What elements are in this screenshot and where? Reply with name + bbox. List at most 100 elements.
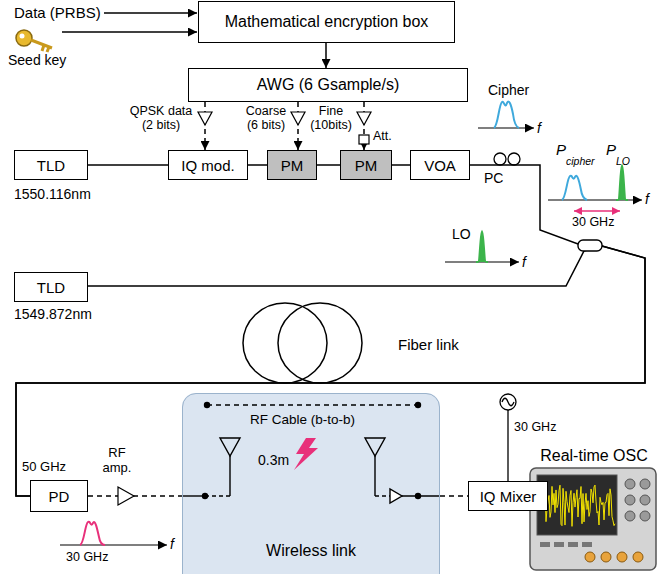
photodiode-box: PD (30, 480, 88, 512)
connector-dot (202, 493, 208, 499)
oscilloscope (540, 542, 550, 547)
polarization-controller (508, 153, 520, 165)
encryption-box: Mathematical encryption box (198, 1, 455, 43)
antenna (205, 495, 230, 496)
combined-spectrum (548, 166, 642, 211)
oscilloscope (554, 542, 564, 547)
connector (392, 164, 410, 166)
connector (325, 43, 327, 68)
fiber-coupler (578, 240, 602, 251)
connector (88, 164, 168, 166)
oscilloscope (625, 495, 635, 505)
lo-spectrum (476, 232, 488, 262)
text-label: 50 GHz (22, 460, 66, 475)
scope-trace (539, 485, 615, 526)
oscilloscope (633, 552, 643, 562)
key-icon (20, 34, 25, 39)
text-label: 1550.116nm (14, 186, 91, 202)
signal-label: Coarse (6 bits) (242, 104, 290, 133)
key-icon (31, 40, 52, 52)
oscilloscope (625, 479, 635, 489)
text-label: f (645, 191, 649, 207)
antenna (182, 438, 440, 503)
cipher-spectrum (478, 127, 534, 128)
rf-spectrum (60, 544, 167, 545)
fiber-coil (243, 303, 327, 383)
text-label: f (522, 254, 526, 270)
phase-modulator: PM (267, 150, 317, 180)
oscilloscope (537, 475, 617, 535)
oscilloscope (530, 468, 656, 570)
node-text: VOA (424, 157, 456, 174)
antenna (220, 438, 240, 456)
polarization-controller (494, 153, 506, 165)
signal-label: Fine (10bits) (306, 104, 356, 133)
text-label: P (556, 141, 566, 158)
oscilloscope (625, 511, 635, 521)
attenuator-box (359, 135, 369, 144)
rf-oscillator (500, 394, 516, 481)
combined-spectrum (616, 166, 628, 200)
oscilloscope (640, 479, 650, 489)
oscilloscope (640, 511, 650, 521)
fiber-coil (243, 303, 362, 383)
text-label: 30 GHz (66, 550, 108, 564)
oscilloscope (530, 468, 656, 570)
connector-dot (415, 493, 421, 499)
text-label: f (170, 536, 174, 552)
rf-oscillator (502, 398, 514, 406)
connector (440, 495, 468, 497)
phase-modulator: PM (340, 150, 392, 180)
rf-spectrum (60, 522, 167, 545)
laser-box: TLD (14, 272, 88, 302)
node-text: Mathematical encryption box (225, 13, 429, 31)
antenna (374, 456, 375, 496)
oscilloscope (585, 552, 595, 562)
node-text: TLD (37, 157, 65, 174)
rf-oscillator (500, 394, 516, 410)
key-icon (16, 30, 32, 46)
attenuator-box: VOA (410, 150, 470, 180)
text-label: f (537, 120, 541, 136)
antenna (365, 438, 385, 456)
rf-cable (204, 402, 210, 408)
text-label: Att. (373, 129, 392, 143)
rf-spectrum (80, 522, 105, 545)
scope-trace (539, 485, 615, 526)
oscilloscope (640, 495, 650, 505)
text-label: LO (452, 226, 471, 242)
text-label: 30 GHz (514, 420, 556, 434)
cipher-spectrum (478, 102, 534, 128)
driver-amplifier (291, 112, 305, 125)
rf-cable (415, 402, 421, 408)
node-text: TLD (37, 279, 65, 296)
text-label: Fiber link (398, 336, 459, 353)
text-label: RF Cable (b-to-b) (250, 412, 355, 428)
oscilloscope (582, 542, 592, 547)
antenna (390, 489, 402, 503)
antenna (182, 495, 205, 496)
cipher-spectrum (494, 102, 519, 128)
connector-dot (202, 493, 421, 499)
text-label: Cipher (488, 82, 529, 98)
antenna (229, 456, 230, 496)
awg-box: AWG (6 Gsample/s) (188, 68, 468, 102)
wireless-bolt (294, 438, 318, 470)
oscilloscope (617, 552, 627, 562)
driver-amplifier (357, 112, 371, 125)
text-label: Seed key (8, 52, 66, 68)
connector (248, 164, 267, 166)
signal-label: QPSK data (2 bits) (128, 104, 194, 133)
node-text: Wireless link (266, 542, 356, 560)
text-label: cipher (566, 155, 595, 167)
input-arrow (62, 31, 197, 33)
oscilloscope (568, 542, 578, 547)
laser-box: TLD (14, 150, 88, 180)
node-text: PD (49, 488, 70, 505)
node-text: Real-time OSC (540, 447, 648, 465)
mixer-box: IQ Mixer (468, 481, 548, 511)
text-label: Data (PRBS) (14, 4, 101, 21)
input-arrow (104, 12, 197, 14)
text-label: 0.3m (258, 452, 289, 468)
